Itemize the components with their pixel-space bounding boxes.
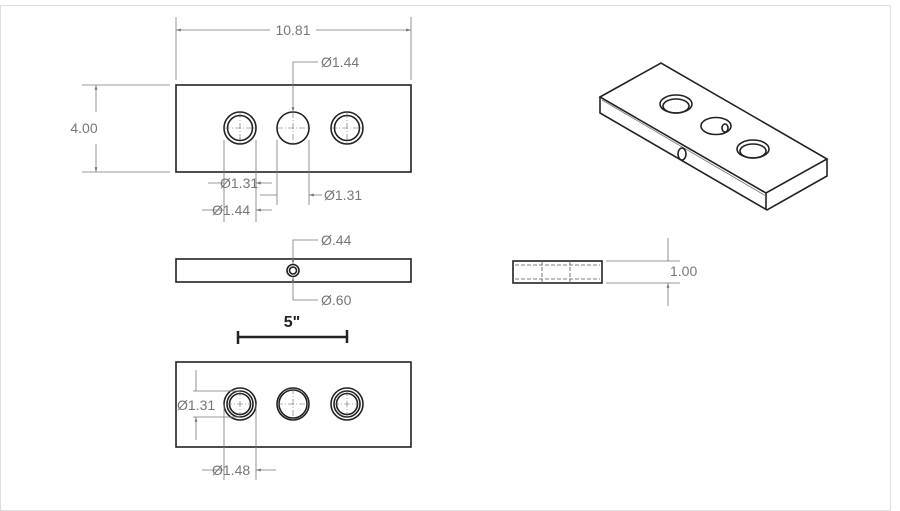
hole-left	[223, 111, 257, 145]
dim-center-hole: Ø1.44	[321, 54, 359, 70]
hole-right	[330, 111, 364, 145]
dim-overall-length: 10.81	[275, 22, 310, 38]
bottom-view	[175, 361, 412, 480]
dim-counterbore-inner: Ø1.31	[177, 397, 215, 413]
isometric-view	[598, 62, 829, 211]
sheet-border	[0, 5, 891, 511]
dim-overall-width: 4.00	[70, 120, 97, 136]
dim-thickness: 1.00	[670, 263, 697, 279]
top-view	[82, 17, 411, 222]
dim-side-hole-outer: Ø.60	[321, 292, 352, 308]
scale-bar-label: 5"	[284, 314, 300, 331]
dim-left-hole-inner: Ø1.31	[220, 175, 258, 191]
front-view	[175, 239, 412, 301]
dim-side-hole-inner: Ø.44	[321, 232, 352, 248]
hole-center	[276, 111, 310, 145]
dim-counterbore-outer: Ø1.48	[212, 462, 250, 478]
dim-center-hole-lower: Ø1.31	[324, 187, 362, 203]
side-view	[512, 238, 680, 306]
dim-left-hole-outer: Ø1.44	[212, 202, 250, 218]
scale-bar	[236, 330, 349, 344]
